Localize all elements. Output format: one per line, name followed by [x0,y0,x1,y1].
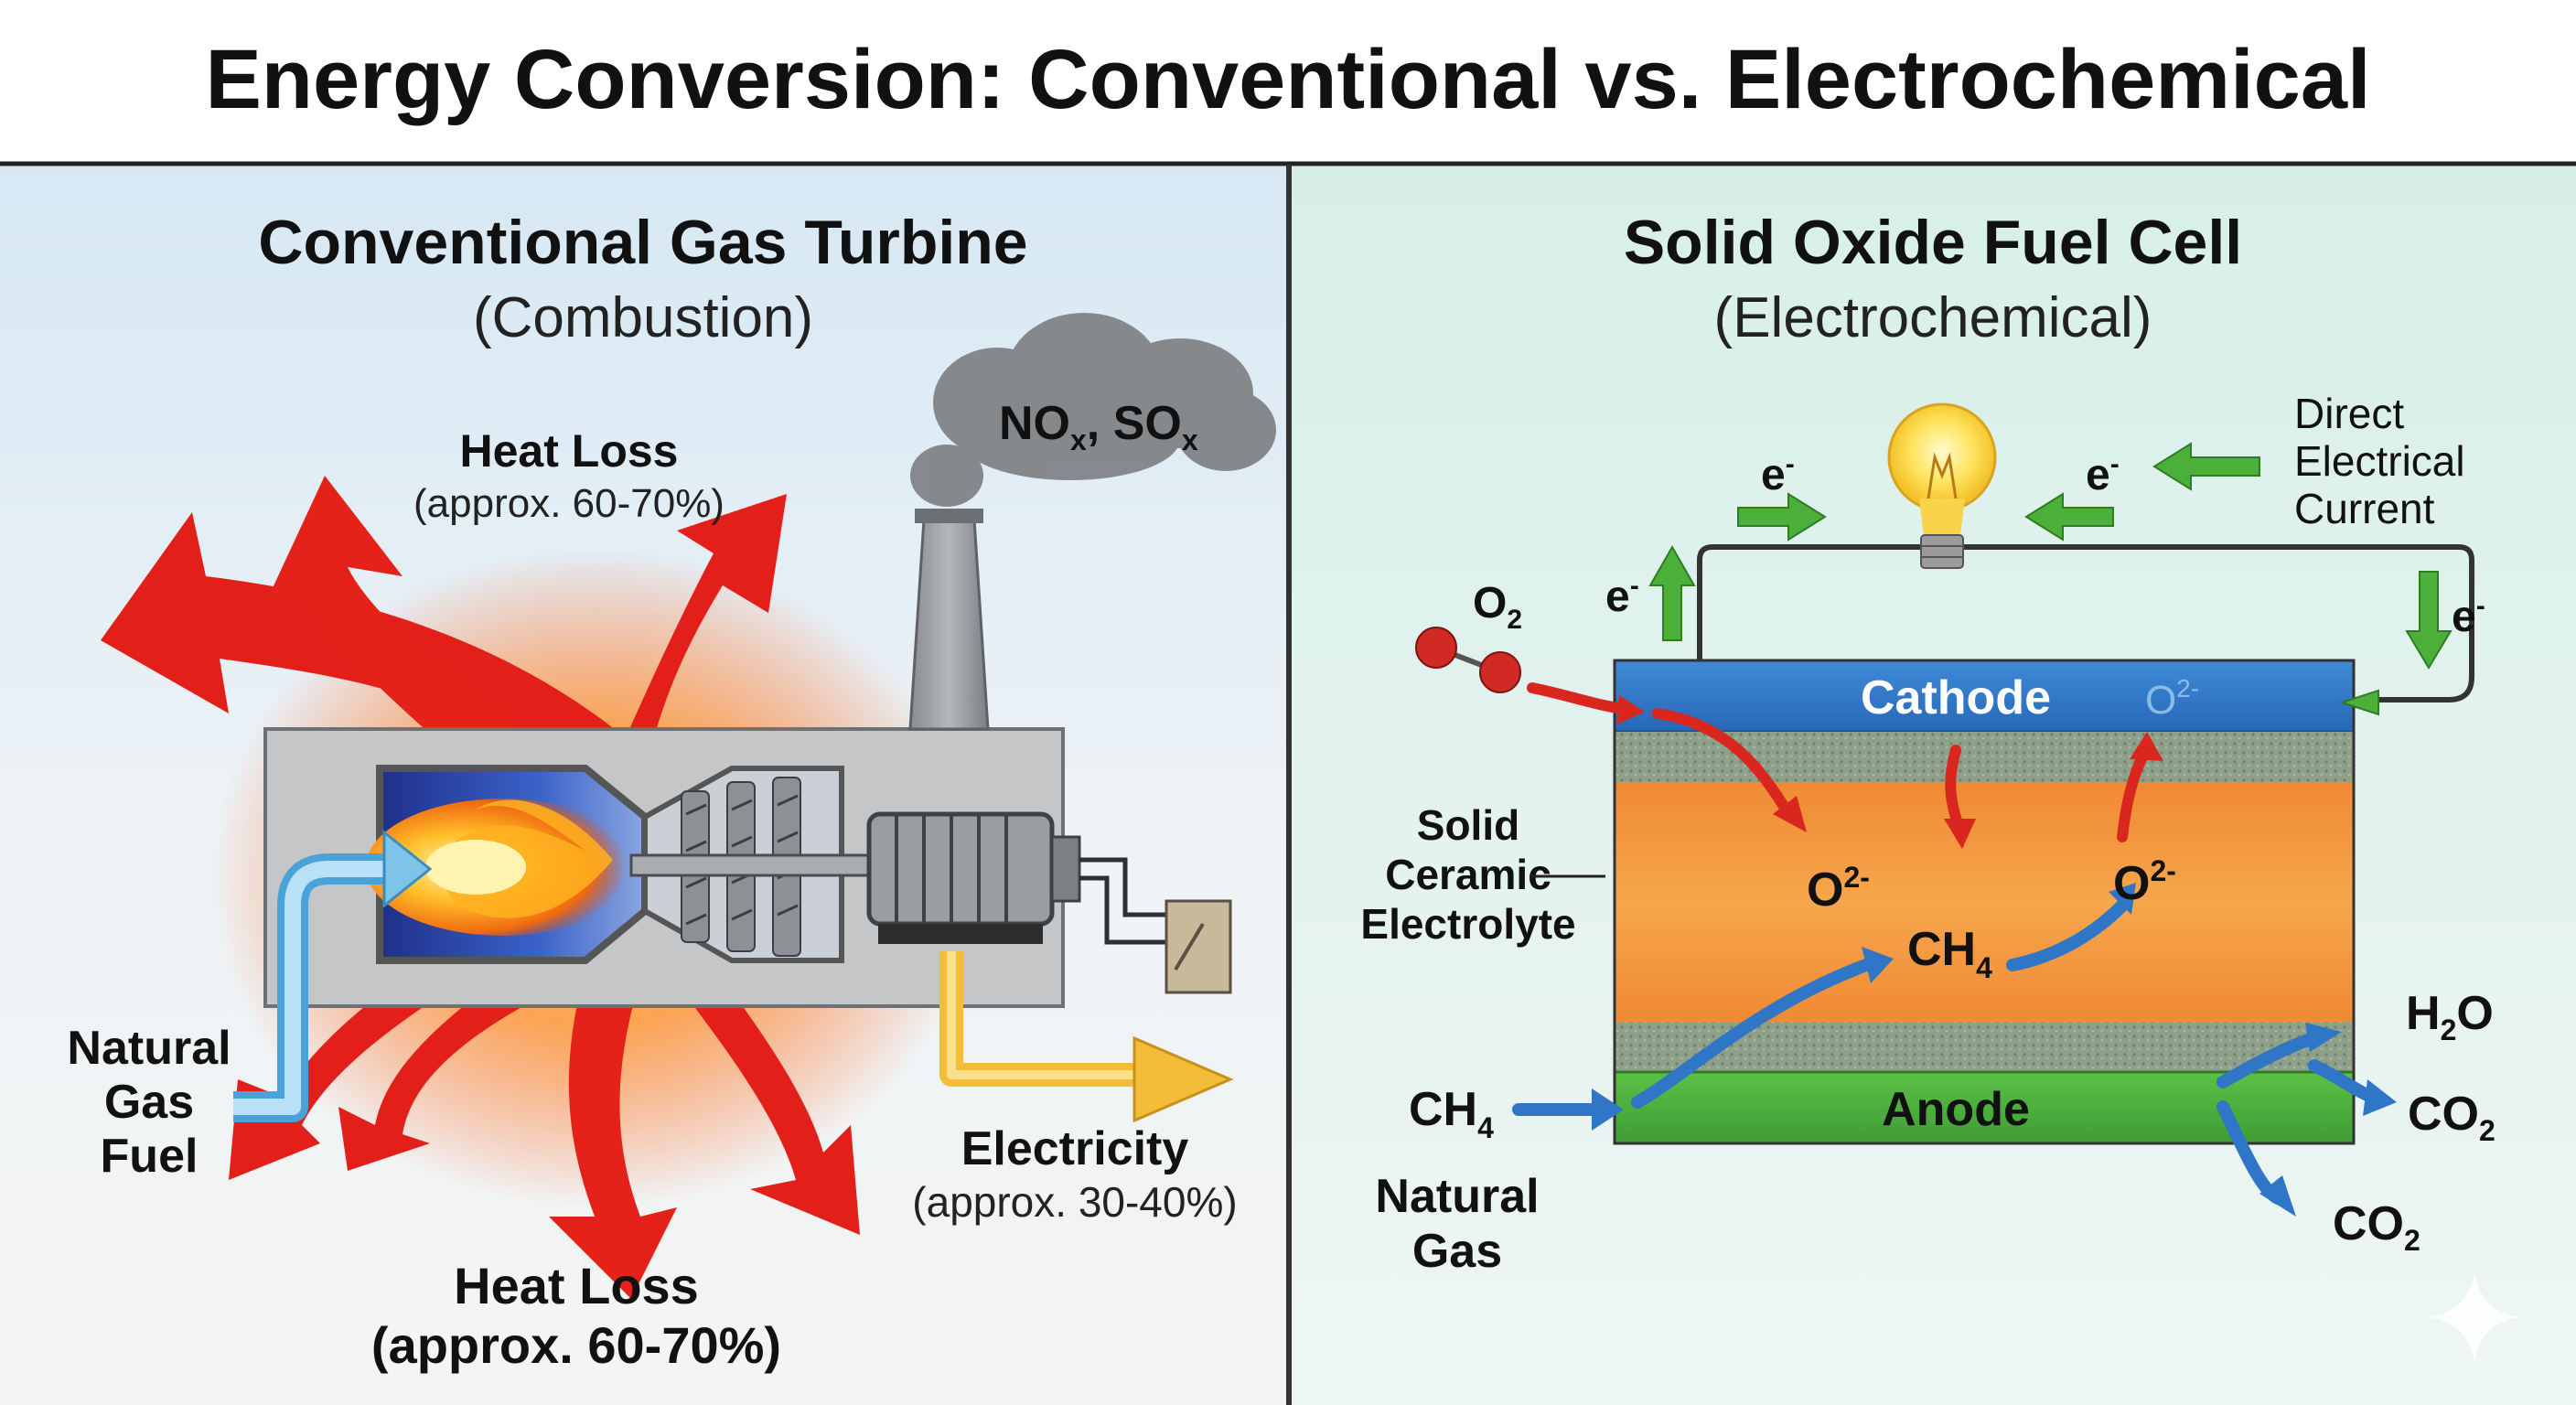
heat-loss-bottom-label: Heat Loss [454,1257,699,1314]
gas-flow-heads [1592,883,2397,1217]
heat-arrow-up-right [604,494,787,796]
svg-text:Solid: Solid [1417,801,1519,849]
electricity-detail: (approx. 30-40%) [912,1178,1237,1226]
heat-loss-top-detail: (approx. 60-70%) [413,481,724,526]
svg-text:e-: e- [1761,449,1795,499]
fuel-inlet-arrow [233,829,433,1122]
svg-text:Fuel: Fuel [101,1130,199,1183]
svg-text:Natural: Natural [1375,1170,1539,1223]
current-label: Direct Electrical Current [2294,390,2465,532]
cathode-label: Cathode [1861,671,2051,724]
heat-arrow-down-right [659,942,860,1235]
heat-arrow-down-mid [549,970,677,1299]
electron-arrows [1648,442,2453,716]
page-title: Energy Conversion: Conventional vs. Elec… [205,33,2370,126]
oxide-flow-arrows [1527,682,2151,842]
light-bulb-icon [1887,402,1997,569]
co2-output-right: CO2 [2408,1088,2496,1147]
turbine-heading: Conventional Gas Turbine [258,208,1027,277]
svg-text:Gas: Gas [104,1076,194,1129]
oxygen-label: O2 [1473,579,1522,635]
smokestack-icon [908,509,990,731]
electricity-label: Electricity [961,1122,1189,1175]
generator-icon [866,811,1081,944]
svg-text:e-: e- [2452,591,2485,641]
fuel-label: Natural Gas Fuel [67,1022,231,1183]
svg-text:Electrolyte: Electrolyte [1360,900,1575,948]
sparkle-icon [2429,1271,2520,1363]
turbine-shaft [629,853,880,877]
electricity-arrow [939,951,1234,1123]
oxygen-molecule-icon [1415,627,1521,693]
electron-labels: e- e- e- e- [1605,449,2485,641]
electrolyte-layer [1615,782,2354,1022]
generator-wiring [1079,857,1175,945]
terminal-box [1165,899,1232,994]
svg-text:Direct: Direct [2294,390,2404,437]
oxide-ion-right: O2- [2113,854,2176,910]
emission-cloud [910,313,1276,507]
fuel-cell-subheading: (Electrochemical) [1714,286,2152,349]
heat-loss-bottom-detail: (approx. 60-70%) [371,1316,781,1374]
blade-lines [685,794,799,926]
svg-text:Ceramic: Ceramic [1385,851,1551,898]
water-output: H2O [2406,987,2494,1046]
oxide-flow-heads [1617,695,2163,849]
methane-center: CH4 [1907,923,1992,984]
svg-text:e-: e- [1605,571,1639,621]
anode-label: Anode [1882,1083,2030,1136]
co2-output-bottom: CO2 [2333,1197,2420,1257]
circuit-wire [1697,544,2474,702]
fuel-cell-heading: Solid Oxide Fuel Cell [1624,208,2242,277]
svg-text:e-: e- [2086,449,2120,499]
flame-icon [366,799,640,936]
turbine-subheading: (Combustion) [473,286,813,349]
svg-text:Natural: Natural [67,1022,231,1075]
electrolyte-label: Solid Ceramic Electrolyte [1360,801,1575,948]
svg-text:Electrical: Electrical [2294,437,2465,485]
natural-gas-label: Natural Gas [1375,1170,1539,1278]
cathode-oxide-mark: O2- [2145,674,2199,723]
heat-loss-top-label: Heat Loss [460,425,679,477]
oxide-ion-left: O2- [1807,861,1870,917]
emissions-label: NOx, SOx [999,397,1198,456]
methane-inlet: CH4 [1409,1083,1494,1144]
svg-text:Current: Current [2294,485,2435,532]
svg-text:Gas: Gas [1412,1225,1502,1278]
